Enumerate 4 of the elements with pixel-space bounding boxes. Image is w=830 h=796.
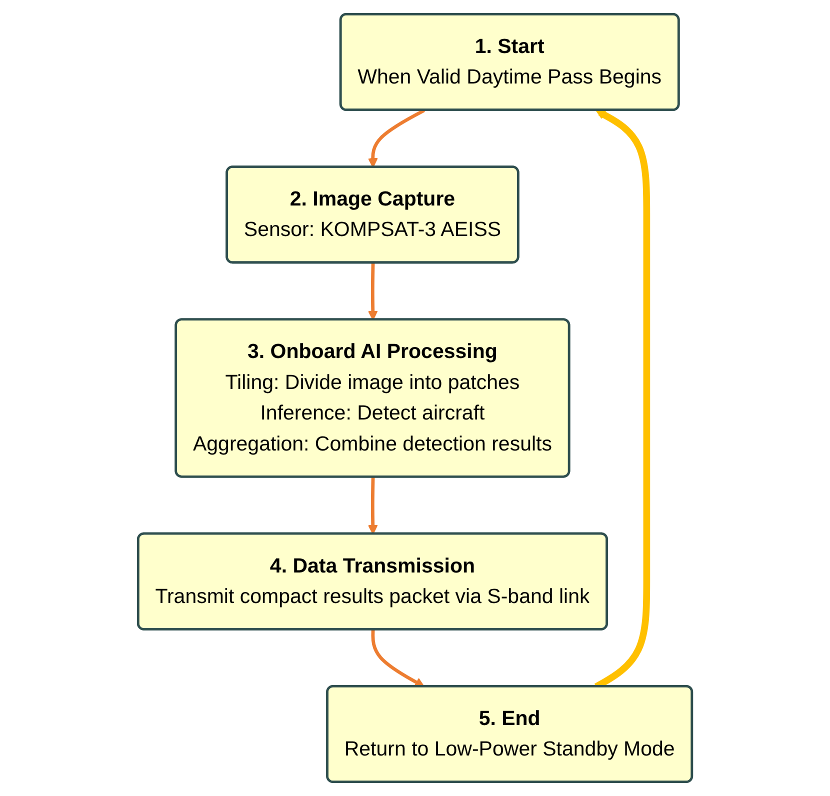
arrow bbox=[371, 630, 425, 688]
arrow bbox=[368, 262, 378, 320]
arrow bbox=[368, 477, 378, 535]
arrow bbox=[368, 108, 425, 168]
